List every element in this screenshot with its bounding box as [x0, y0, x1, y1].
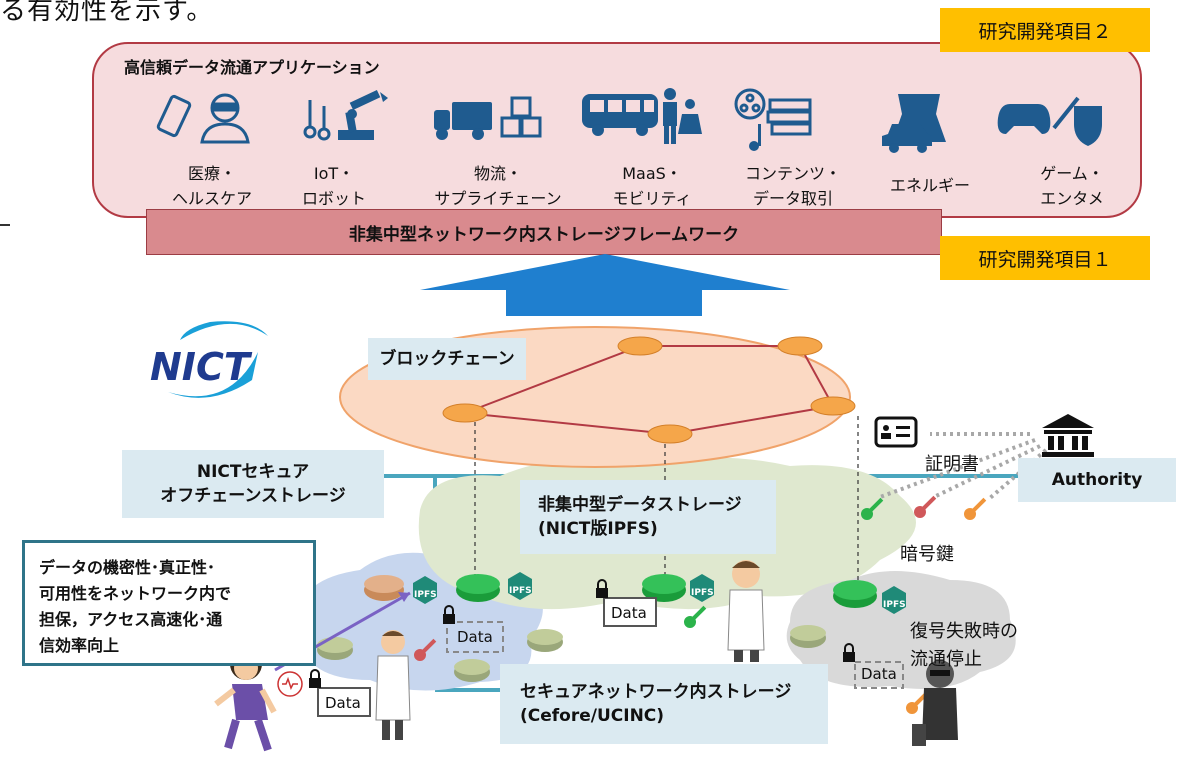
- data-tag: Data: [325, 694, 361, 712]
- thermometer-icon: [303, 100, 331, 141]
- router-icon: [790, 625, 826, 648]
- shield-icon: [1074, 106, 1102, 146]
- ipfs-tag: IPFS: [691, 588, 714, 598]
- attacker-icon: [912, 660, 958, 746]
- robot-arm-icon: [338, 90, 388, 140]
- app-label-healthcare: 医療・ヘルスケア: [171, 164, 253, 208]
- data-tag: Data: [457, 628, 493, 646]
- app-label-logistics: 物流・サプライチェーン: [434, 164, 562, 208]
- app-label-iot: IoT・ロボット: [301, 164, 367, 208]
- app-label-maas: MaaS・モビリティ: [612, 164, 692, 208]
- router-icon: [317, 637, 353, 660]
- blockchain-label: ブロックチェーン: [368, 338, 526, 380]
- application-panel: [92, 42, 1142, 218]
- application-panel-title: 高信頼データ流通アプリケーション: [124, 58, 380, 77]
- film-reel-icon: [734, 88, 766, 120]
- ipfs-hexagons: [413, 572, 906, 614]
- nict-offchain-storage-label: NICTセキュアオフチェーンストレージ: [122, 450, 384, 518]
- data-tag: Data: [861, 665, 897, 683]
- data-tag: Data: [611, 604, 647, 622]
- router-icon: [833, 580, 877, 608]
- application-icons: [156, 88, 1102, 153]
- authority-label: Authority: [1018, 458, 1176, 502]
- phone-icon: [156, 94, 192, 138]
- game-controller-icon: [997, 104, 1051, 134]
- truck-icon: [434, 102, 492, 140]
- books-icon: [766, 98, 812, 136]
- people-icon: [663, 88, 702, 144]
- heart-rate-icon: [277, 671, 303, 697]
- top-text-fragment: る有効性を示す。: [0, 0, 214, 26]
- upward-arrow: [420, 254, 790, 316]
- framework-bar: 非集中型ネットワーク内ストレージフレームワーク: [146, 209, 942, 255]
- doctor-left-icon: [375, 630, 411, 740]
- rd-item-2-tag: 研究開発項目２: [940, 8, 1150, 52]
- blockchain-nodes: [442, 336, 856, 444]
- features-box: データの機密性･真正性･可用性をネットワーク内で 担保，アクセス高速化･通信効率…: [22, 540, 316, 666]
- doctor-right-icon: [727, 560, 765, 662]
- app-label-content: コンテンツ・データ取引: [744, 164, 842, 208]
- crypto-key-label: 暗号鍵: [900, 544, 954, 565]
- router-icon: [642, 574, 686, 602]
- music-note-icon: [749, 124, 761, 151]
- data-boxes: [317, 597, 904, 717]
- routers: [317, 574, 877, 682]
- nict-logo: NICT: [150, 321, 268, 398]
- sword-icon: [1052, 96, 1080, 130]
- electric-car-icon: [882, 124, 932, 153]
- key-icons: [414, 495, 987, 714]
- ipfs-tag: IPFS: [414, 590, 437, 600]
- doctor-icon: [200, 93, 250, 144]
- boxes-icon: [500, 96, 542, 138]
- router-icon: [527, 629, 563, 652]
- ipfs-tag: IPFS: [509, 586, 532, 596]
- side-mark: [0, 224, 10, 226]
- app-label-energy: エネルギー: [889, 176, 971, 195]
- certificate-label: 証明書: [925, 454, 979, 475]
- router-icon: [454, 659, 490, 682]
- id-card-icon: [874, 416, 918, 448]
- blockchain-links: [464, 345, 835, 436]
- nict-logo-text: NICT: [150, 345, 253, 389]
- authority-building-icon: [1042, 414, 1094, 457]
- decryption-failure-label: 復号失敗時の流通停止: [910, 621, 1018, 670]
- decentralized-storage-label: 非集中型データストレージ(NICT版IPFS): [520, 480, 776, 554]
- network-storage-label: セキュアネットワーク内ストレージ(Cefore/UCINC): [500, 664, 828, 744]
- app-label-game: ゲーム・エンタメ: [1040, 164, 1104, 208]
- ipfs-tag: IPFS: [883, 600, 906, 610]
- padlock-icons: [309, 579, 855, 688]
- router-icon: [456, 574, 500, 602]
- router-icon: [364, 575, 404, 601]
- rd-item-1-tag: 研究開発項目１: [940, 236, 1150, 280]
- bus-icon: [582, 94, 658, 136]
